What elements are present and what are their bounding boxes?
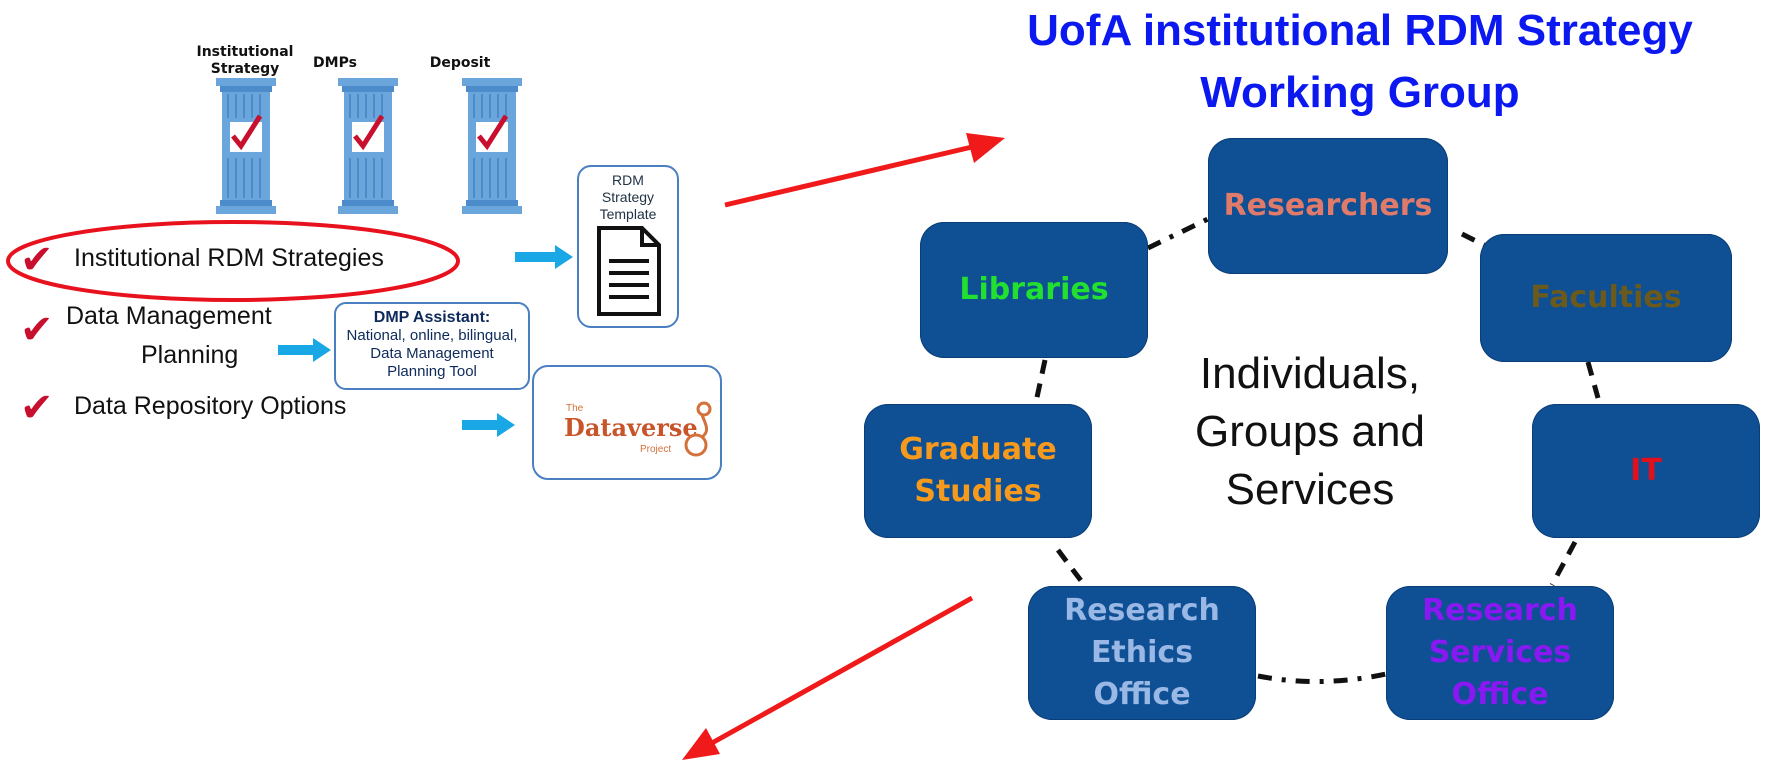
node-research-services-office: Research Services Office (1386, 586, 1614, 720)
node-libraries: Libraries (920, 222, 1148, 358)
blue-arrow-icon (462, 413, 515, 437)
red-arrow-head-icon (966, 133, 1005, 163)
node-research-ethics-office: Research Ethics Office (1028, 586, 1256, 720)
node-it: IT (1532, 404, 1760, 538)
template-callout-label: RDM Strategy Template (599, 172, 657, 222)
node-researchers: Researchers (1208, 138, 1448, 274)
red-arrow-head-icon (682, 728, 720, 760)
highlight-ellipse (6, 220, 460, 302)
blue-arrow-icon (515, 245, 573, 269)
dataverse-logo-icon (684, 401, 712, 457)
pillar-icon-dmps (338, 78, 398, 214)
node-faculties: Faculties (1480, 234, 1732, 362)
pillar-label-deposit: Deposit (429, 55, 491, 71)
dataverse-logo-text: Dataverse (564, 413, 698, 442)
working-group-title: UofA institutional RDM Strategy Working … (1027, 6, 1693, 117)
dataverse-callout: The Dataverse Project (532, 365, 722, 480)
dmp-assistant-callout: DMP Assistant: National, online, bilingu… (334, 302, 530, 390)
checklist-item-planning-line2: Planning (141, 341, 239, 369)
dmp-assistant-body: National, online, bilingual, Data Manage… (346, 327, 518, 380)
check-icon-planning: ✔ (20, 307, 54, 353)
pillar-label-strategy: Institutional Strategy (196, 44, 294, 77)
template-callout: RDM Strategy Template (577, 165, 679, 328)
dmp-assistant-title: DMP Assistant: (373, 309, 491, 326)
dataverse-small-label: The (566, 403, 584, 414)
blue-arrow-icon (278, 338, 331, 362)
dataverse-sub-label: Project (640, 444, 672, 455)
check-icon-strategies: ✔ (20, 237, 54, 283)
pillar-label-dmps: DMPs (313, 55, 357, 71)
center-label: Individuals, Groups and Services (1195, 349, 1425, 514)
check-icon-repository: ✔ (20, 385, 54, 431)
pillar-icon-strategy (216, 78, 276, 214)
checklist-item-planning-line1: Data Management (66, 302, 272, 330)
node-graduate-studies: Graduate Studies (864, 404, 1092, 538)
document-icon (597, 226, 661, 316)
pillar-icon-deposit (462, 78, 522, 214)
checklist-item-repository: Data Repository Options (74, 392, 347, 420)
checklist-item-strategies: Institutional RDM Strategies (74, 244, 384, 272)
